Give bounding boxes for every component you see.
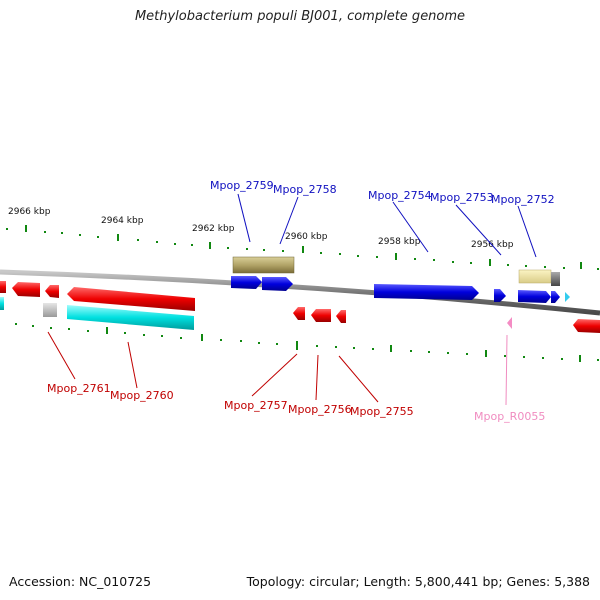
leader-mpop-2758	[279, 196, 299, 245]
gene-mpop-2759	[231, 276, 262, 289]
gene-region-mpop-2752	[518, 269, 552, 284]
map-title: Methylobacterium populi BJ001, complete …	[134, 9, 466, 24]
gene-mpop-2760	[67, 287, 195, 311]
gene-region-mpop-2759-2758	[232, 256, 295, 274]
reverse-tick-row	[15, 323, 599, 362]
gene-mpop-2753	[494, 289, 506, 302]
rna-gene-mpop-r0055	[507, 317, 512, 329]
label-mpop-2752[interactable]: Mpop_2752	[491, 193, 555, 206]
label-mpop-2761[interactable]: Mpop_2761	[47, 382, 111, 395]
genome-backbone	[0, 269, 600, 316]
scale-label-2966: 2966 kbp	[8, 207, 51, 217]
label-mpop-2756[interactable]: Mpop_2756	[288, 403, 352, 416]
scale-label-2962: 2962 kbp	[192, 224, 235, 234]
gene-forward-small	[551, 291, 560, 303]
gene-forward-rna	[565, 292, 570, 302]
leader-mpop-2761	[47, 331, 76, 380]
topology-text: Topology: circular; Length: 5,800,441 bp…	[246, 574, 590, 589]
label-mpop-2754[interactable]: Mpop_2754	[368, 189, 432, 202]
gene-reverse-left-2	[45, 285, 59, 298]
rna-gene-mpop-2760	[67, 305, 194, 330]
label-mpop-2753[interactable]: Mpop_2753	[430, 191, 494, 204]
gene-mpop-2757	[293, 307, 305, 320]
scale-label-2964: 2964 kbp	[101, 216, 144, 226]
scale-label-2960: 2960 kbp	[285, 232, 328, 242]
leader-mpop-2760	[127, 341, 138, 389]
forward-tick-row	[6, 225, 599, 270]
gene-mpop-2756	[311, 309, 331, 322]
pseudo-gene-mpop-2761	[43, 303, 57, 317]
forward-genes	[231, 256, 570, 303]
label-mpop-2757[interactable]: Mpop_2757	[224, 399, 288, 412]
label-mpop-2758[interactable]: Mpop_2758	[273, 183, 337, 196]
gene-mpop-2752	[518, 290, 551, 303]
reverse-genes	[0, 281, 600, 333]
gene-reverse-edge	[0, 281, 6, 293]
gene-mpop-2758	[262, 277, 293, 291]
label-mpop-2759[interactable]: Mpop_2759	[210, 179, 274, 192]
leader-mpop-2752	[517, 205, 537, 258]
label-mpop-2755[interactable]: Mpop_2755	[350, 405, 414, 418]
scale-label-2958: 2958 kbp	[378, 237, 421, 247]
leader-mpop-2759	[237, 193, 251, 243]
gene-mpop-2754	[374, 284, 479, 300]
leader-mpop-2756	[315, 354, 319, 401]
gene-region-end	[551, 272, 560, 286]
gene-reverse-left-1	[12, 282, 40, 297]
gene-mpop-2755	[336, 310, 346, 323]
rna-left-edge	[0, 297, 4, 310]
label-mpop-2760[interactable]: Mpop_2760	[110, 389, 174, 402]
leader-mpop-2757	[251, 353, 298, 397]
leader-mpop-2755	[338, 355, 379, 403]
accession-text: Accession: NC_010725	[9, 574, 152, 589]
gene-reverse-right-edge	[573, 319, 600, 333]
label-mpop-r0055[interactable]: Mpop_R0055	[474, 410, 545, 423]
leader-mpop-r0055	[505, 334, 508, 406]
leader-mpop-2753	[455, 204, 502, 256]
leader-mpop-2754	[392, 201, 429, 253]
